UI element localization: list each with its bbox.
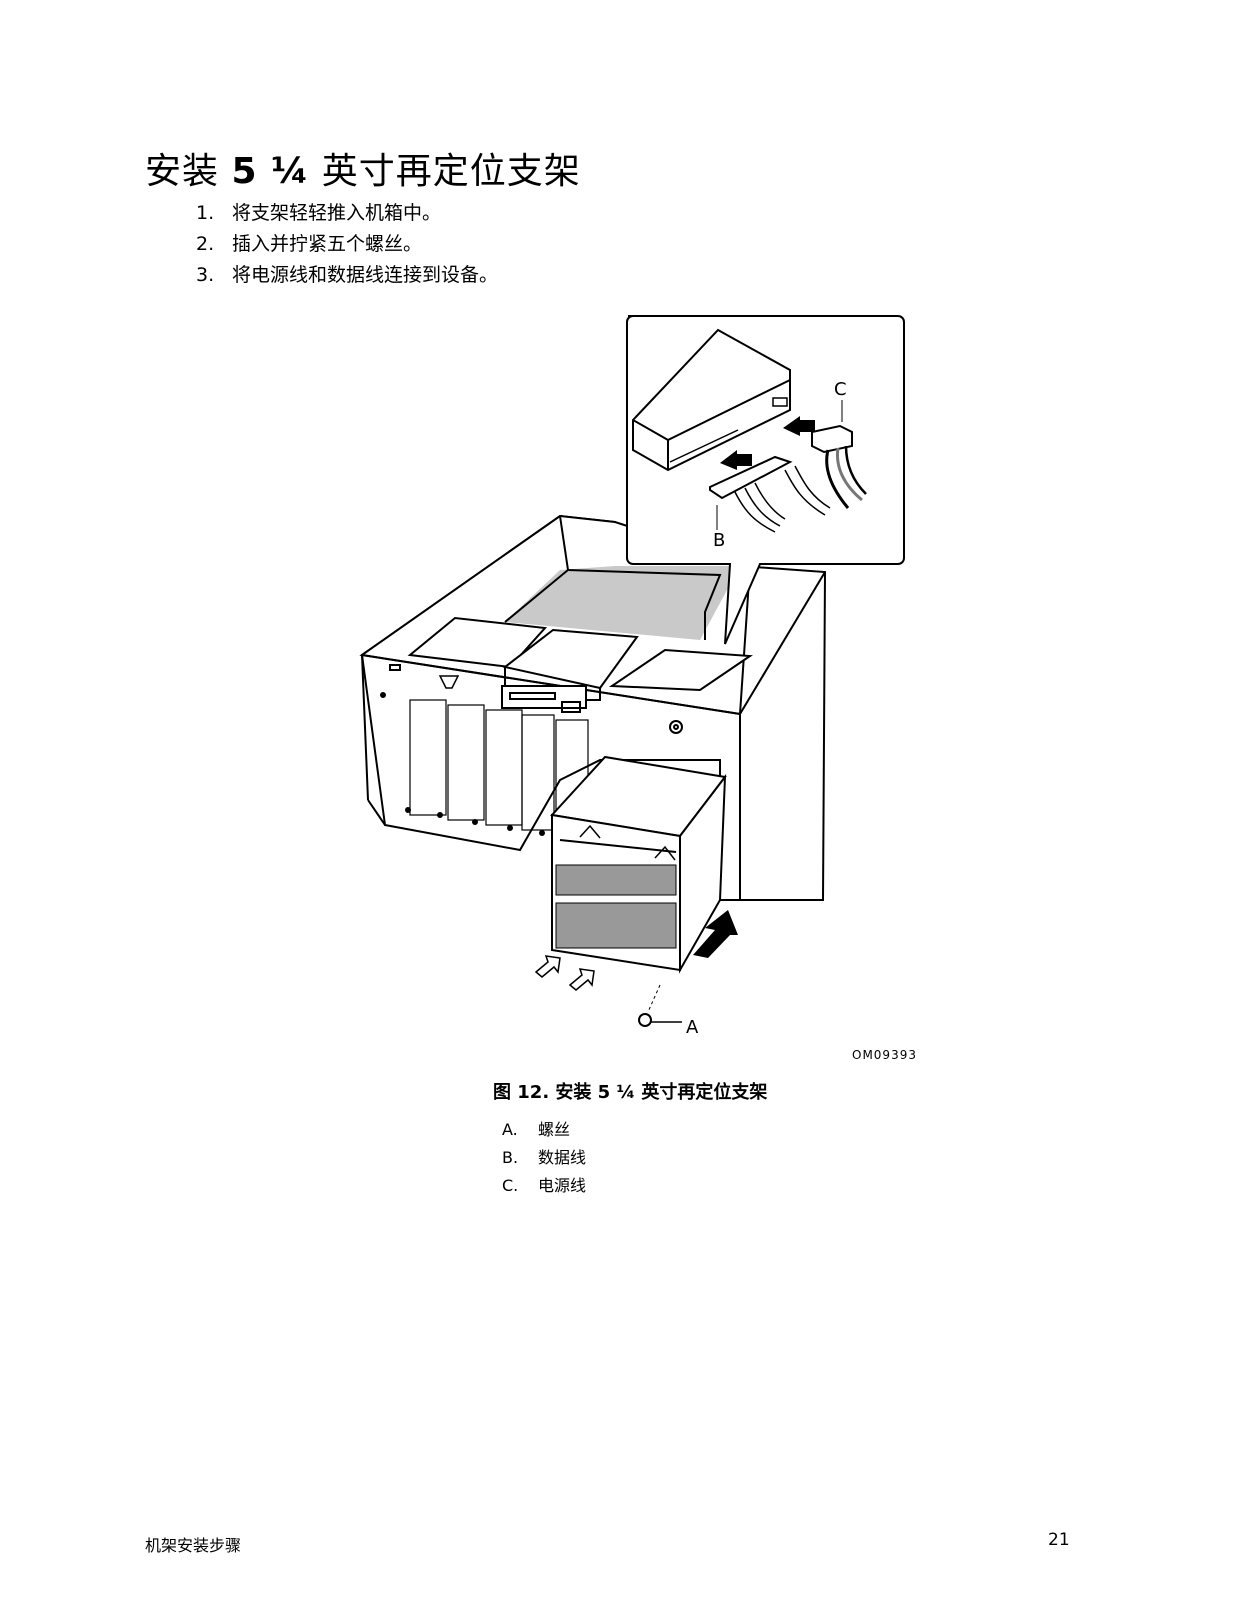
footer-section-title: 机架安装步骤 [145,1536,242,1555]
step-number: 1. [196,202,215,224]
figure-code: OM09393 [852,1048,917,1062]
installation-illustration: C B A [359,315,905,1038]
step-number: 3. [196,264,215,286]
legend-item: B. 数据线 [502,1144,586,1172]
step-text: 将电源线和数据线连接到设备。 [232,264,499,286]
step-text: 将支架轻轻推入机箱中。 [232,202,442,224]
step-item: 2. 插入并拧紧五个螺丝。 [196,229,498,260]
title-prefix: 安装 [145,151,220,192]
chassis-drawing [359,514,827,1027]
legend-key: A. [502,1120,518,1139]
legend-text: 数据线 [538,1148,587,1167]
legend-key: C. [502,1176,519,1195]
figure-legend: A. 螺丝 B. 数据线 C. 电源线 [502,1116,586,1200]
callout-b-label: B [713,530,725,551]
title-size: 5 ¼ [231,151,310,192]
page-title: 安装 5 ¼ 英寸再定位支架 [145,142,581,194]
step-item: 1. 将支架轻轻推入机箱中。 [196,198,498,229]
callout-a-label: A [686,1017,699,1038]
step-text: 插入并拧紧五个螺丝。 [232,233,423,255]
step-list: 1. 将支架轻轻推入机箱中。 2. 插入并拧紧五个螺丝。 3. 将电源线和数据线… [196,198,498,291]
legend-item: A. 螺丝 [502,1116,586,1144]
legend-text: 螺丝 [538,1120,571,1139]
figure-caption: 图 12. 安装 5 ¼ 英寸再定位支架 [493,1082,768,1103]
callout-c-label: C [834,379,847,400]
title-suffix: 英寸再定位支架 [321,151,581,192]
page-number: 21 [1048,1530,1070,1550]
legend-key: B. [502,1148,519,1167]
step-number: 2. [196,233,215,255]
step-item: 3. 将电源线和数据线连接到设备。 [196,260,498,291]
legend-text: 电源线 [538,1176,587,1195]
legend-item: C. 电源线 [502,1172,586,1200]
inset-detail-drawing [626,315,905,645]
